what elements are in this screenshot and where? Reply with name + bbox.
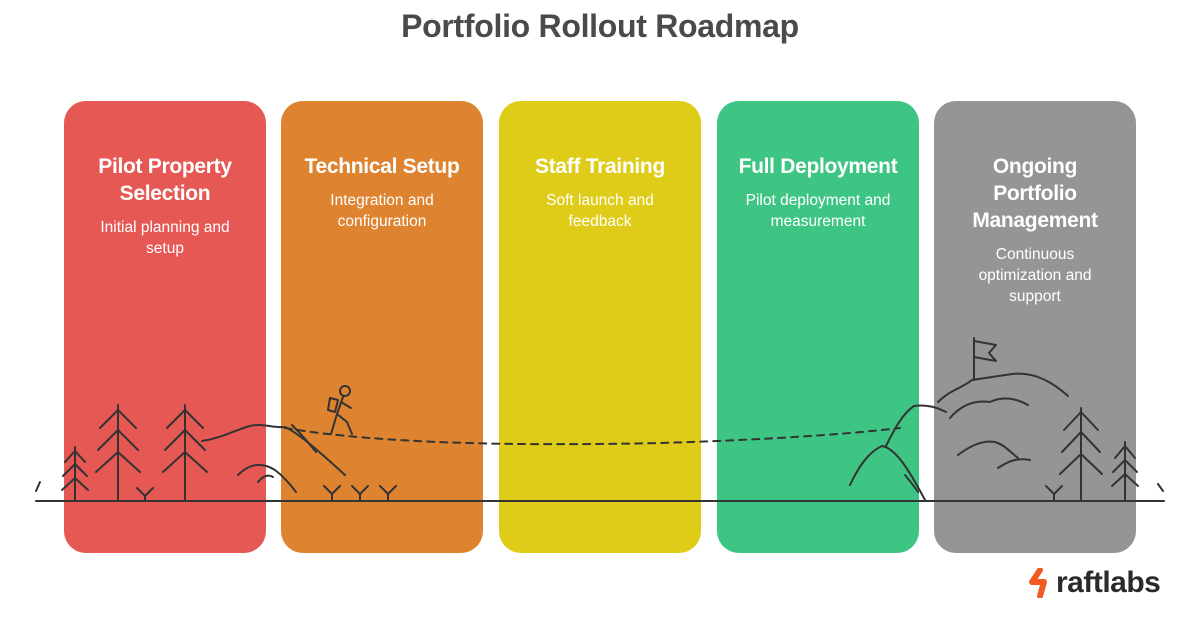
stage-technical-setup: Technical Setup Integration and configur… [281, 101, 483, 553]
stage-description: Soft launch and feedback [546, 192, 654, 230]
pine-tree-icon [61, 446, 89, 501]
grass-icon [323, 485, 341, 501]
hill-outline [201, 424, 346, 476]
stage-title: Staff Training [535, 155, 665, 178]
raftlabs-logo: raftlabs [1022, 566, 1161, 600]
mountain-outline [904, 474, 919, 493]
pine-tree-icon [95, 404, 141, 501]
grass-icon [136, 487, 154, 501]
grass-icon [1045, 485, 1063, 501]
trail-path [284, 427, 901, 446]
logo-text: raftlabs [1056, 566, 1161, 599]
mountain-outline [885, 404, 947, 447]
hill-outline [237, 463, 297, 493]
stage-staff-training: Staff Training Soft launch and feedback [499, 101, 701, 553]
flag-icon [973, 337, 997, 381]
hill-outline [957, 440, 1019, 459]
stage-title: Pilot Property Selection [98, 155, 232, 205]
grass-icon [351, 485, 369, 501]
page-title: Portfolio Rollout Roadmap [401, 8, 799, 44]
pine-tree-icon [162, 404, 208, 501]
hill-outline [291, 424, 317, 453]
mountain-outline [949, 397, 1029, 419]
stage-title: Ongoing Portfolio Management [972, 155, 1098, 232]
pine-tree-icon [1111, 441, 1139, 501]
stage-description: Integration and configuration [330, 192, 434, 230]
grass-icon [379, 485, 397, 501]
stage-title: Full Deployment [738, 155, 898, 178]
stage-full-deployment: Full Deployment Pilot deployment and mea… [717, 101, 919, 553]
hill-outline [997, 458, 1031, 469]
mountain-outline [937, 372, 1069, 403]
pine-tree-icon [1059, 407, 1103, 501]
stage-description: Initial planning and setup [100, 219, 230, 257]
stage-description: Continuous optimization and support [978, 246, 1092, 305]
stage-description: Pilot deployment and measurement [745, 192, 891, 230]
stage-title: Technical Setup [304, 155, 460, 178]
mountain-outline [849, 445, 926, 501]
hill-outline [257, 474, 274, 483]
raftlabs-logo-icon [1029, 568, 1047, 598]
stage-ongoing-portfolio-management: Ongoing Portfolio Management Continuous … [934, 101, 1136, 553]
ground-ends [35, 481, 1164, 492]
stage-pilot-property-selection: Pilot Property Selection Initial plannin… [64, 101, 266, 553]
hiker-icon [327, 385, 353, 435]
